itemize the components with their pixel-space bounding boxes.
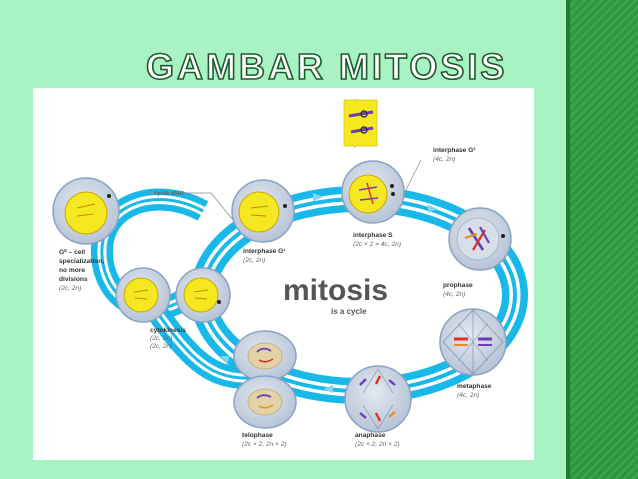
label-cytokinesis-name: cytokinesis (150, 327, 186, 334)
label-telophase-name: telophase (242, 432, 273, 439)
label-prophase-formula: (4c, 2n) (443, 291, 465, 298)
label-metaphase-formula: (4c, 2n) (457, 392, 479, 399)
mitosis-cycle-diagram: mitosis is a cycle cycle start G⁰ – cell… (33, 88, 534, 460)
label-g0-line4: divisions (59, 276, 88, 283)
label-s-name: interphase S (353, 232, 393, 239)
label-anaphase-formula: (2c × 2, 2n × 2) (355, 441, 400, 448)
label-anaphase-name: anaphase (355, 432, 386, 439)
label-cytokinesis-formula-1: (2c, 2n) (150, 335, 172, 342)
label-cytokinesis-formula-2: (2c, 2n) (150, 343, 172, 350)
label-prophase-name: prophase (443, 282, 473, 289)
cell-interphase-g1 (231, 179, 295, 243)
cell-g0 (52, 177, 120, 245)
label-g2-name: interphase G² (433, 147, 476, 154)
label-g0-line3: no more (59, 267, 85, 274)
label-cycle-start: cycle start (154, 190, 184, 197)
cell-cytokinesis (115, 267, 231, 323)
center-subtitle: is a cycle (331, 307, 367, 316)
label-g1-name: interphase G¹ (243, 248, 286, 255)
label-g1-formula: (2c, 2n) (243, 257, 265, 264)
cell-prophase (448, 207, 512, 271)
cell-anaphase (344, 365, 412, 433)
cell-telophase (233, 330, 297, 429)
center-title: mitosis (283, 274, 388, 307)
slide-title: Gambar Mitosis (145, 46, 508, 87)
decorative-side-band (566, 0, 638, 479)
label-g0-formula: (2c, 2n) (59, 285, 81, 292)
cell-interphase-s (341, 160, 405, 224)
label-s-formula: (2c × 2 = 4c, 2n) (353, 241, 401, 248)
label-metaphase-name: metaphase (457, 383, 492, 390)
label-g2-formula: (4c, 2n) (433, 156, 455, 163)
cell-metaphase (439, 308, 507, 376)
label-g0-line2: specialization, (59, 258, 104, 265)
label-g0-line1: G⁰ – cell (59, 248, 85, 256)
s-phase-zoom-inset (343, 99, 378, 147)
label-telophase-formula: (2c × 2, 2n × 2) (242, 441, 287, 448)
